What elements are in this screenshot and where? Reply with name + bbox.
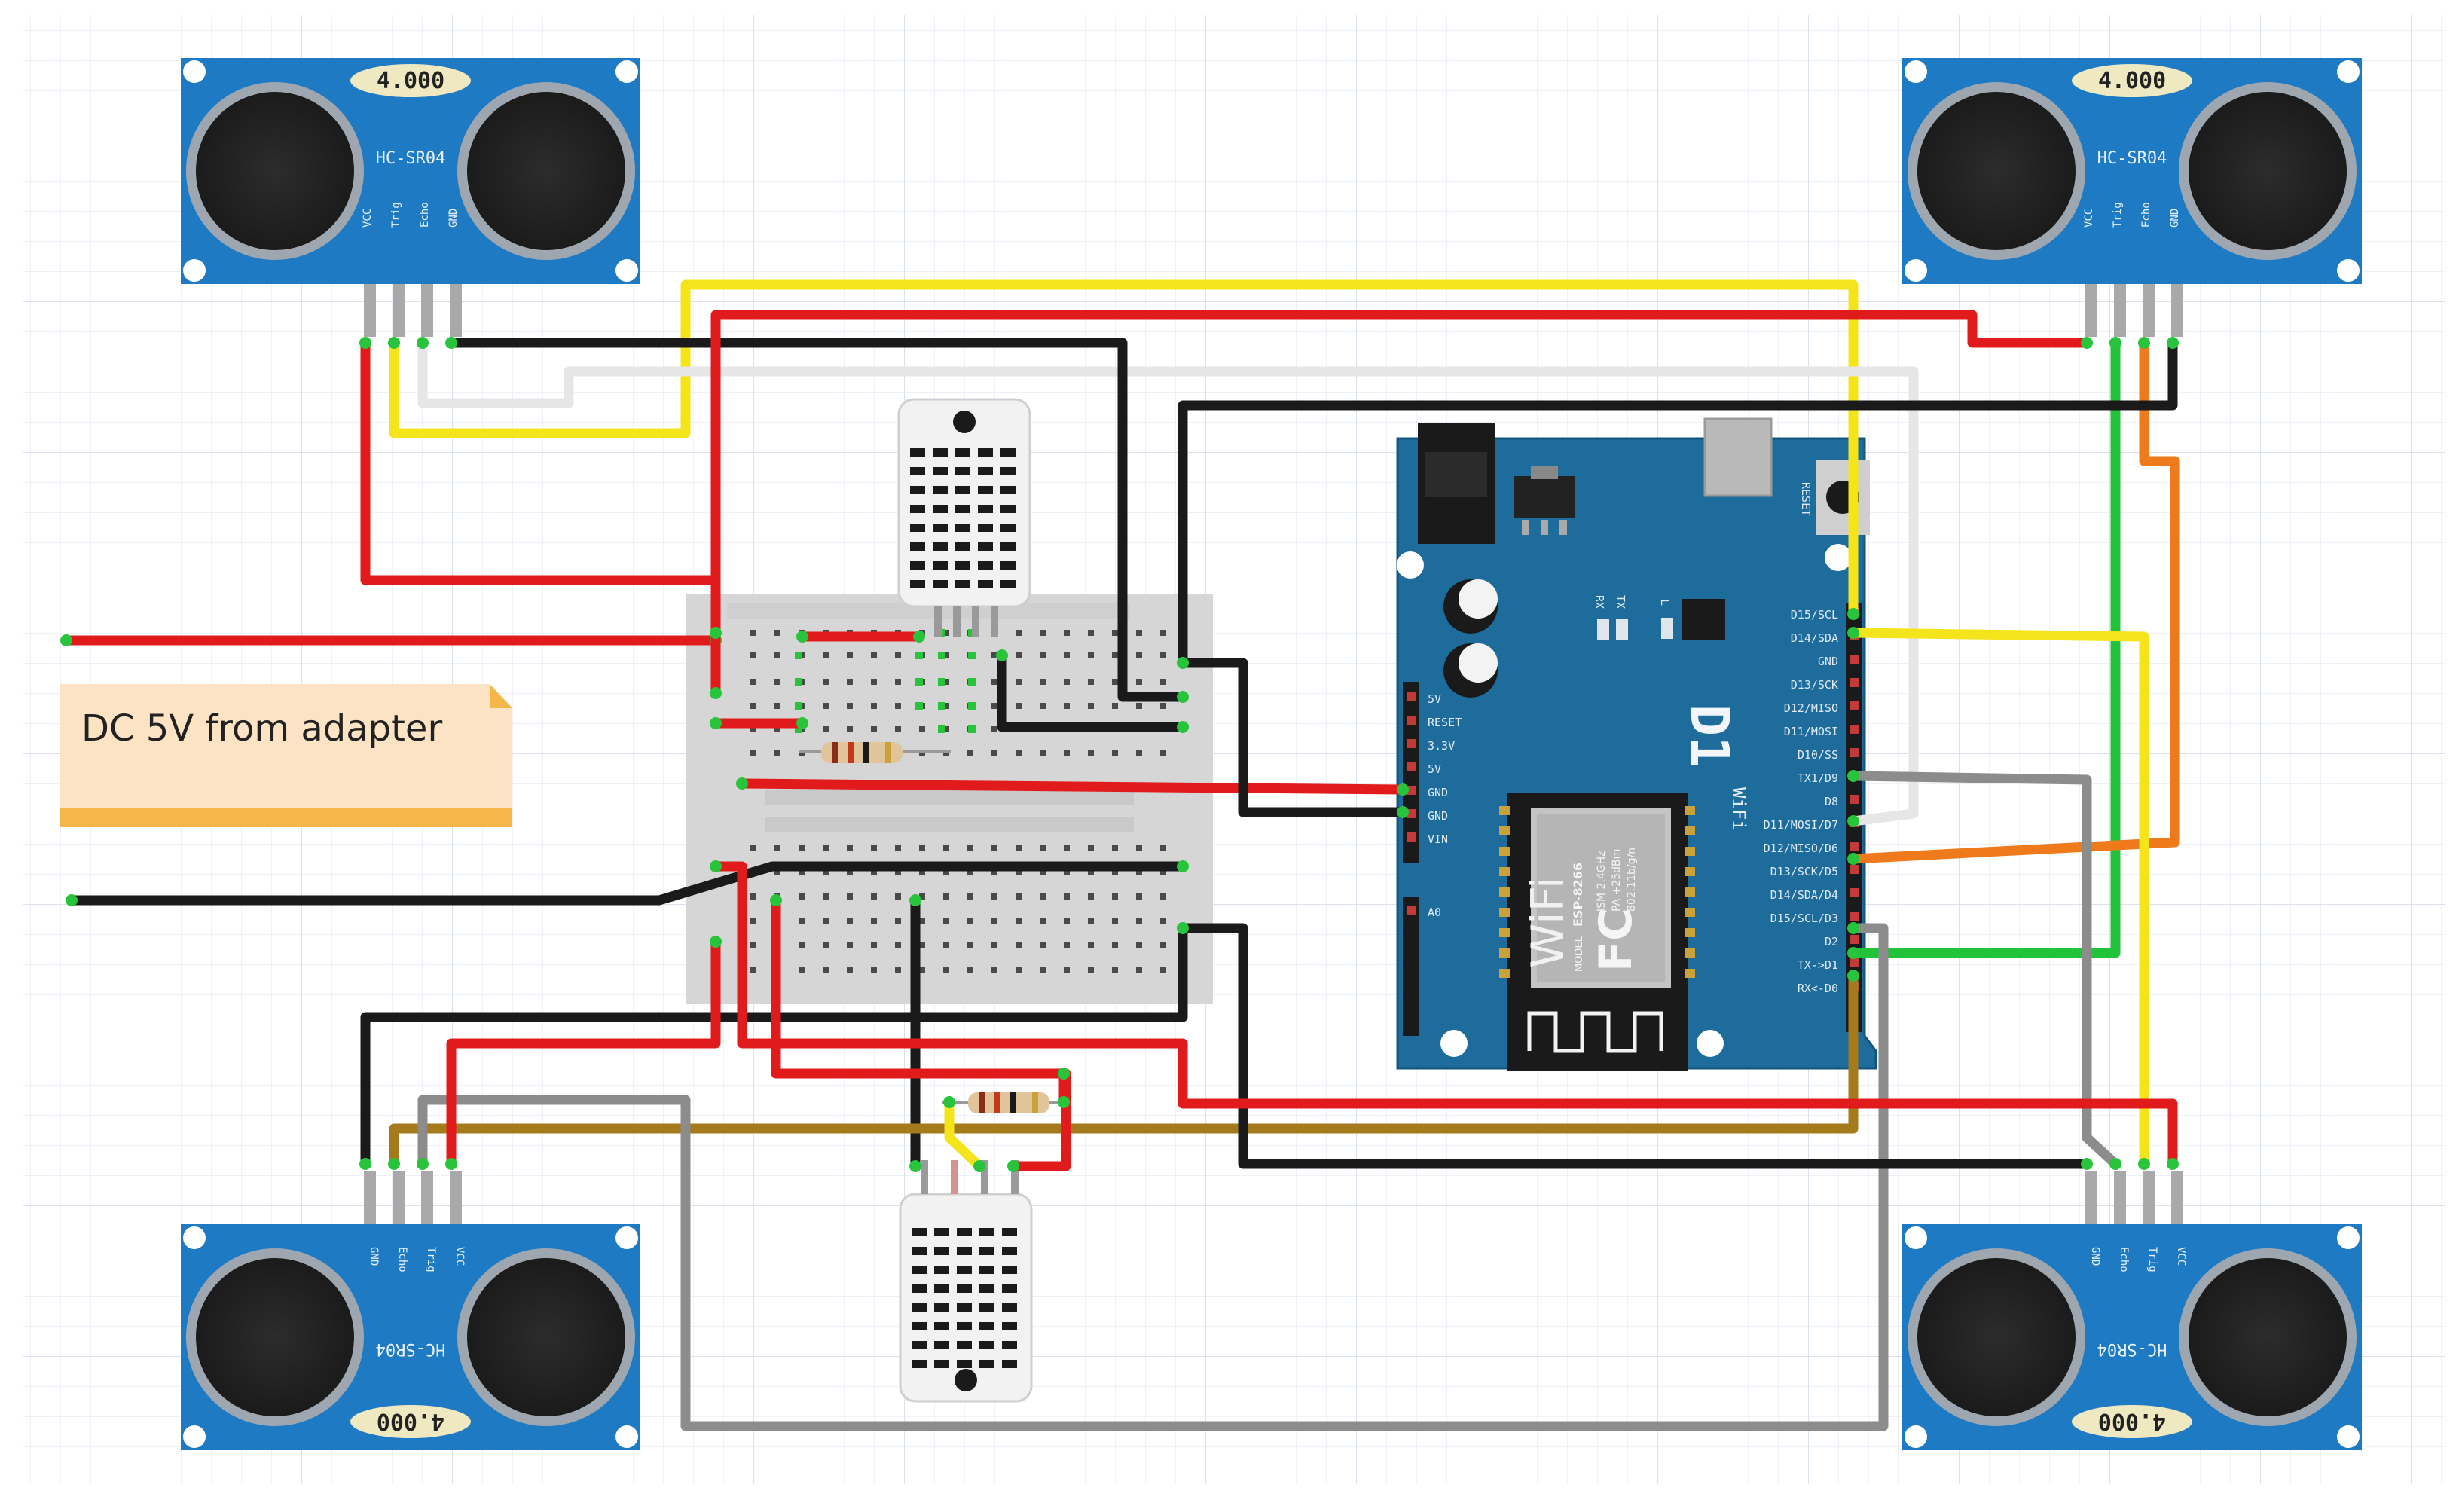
sensor-pin-label: VCC [454,1247,466,1266]
sensor-pin-label: Trig [425,1247,437,1272]
wire-board-gnd [1178,658,1408,817]
wire-board-5v [737,778,1408,795]
wire-vcc-sensor-bl [446,936,721,1169]
board-left-pin-label: 3.3V [1428,739,1455,753]
wire-echo-sensor-bl [389,970,1859,1169]
board-right-pin-label: TX1/D9 [1798,771,1838,785]
wire-gnd-sensor-tl [446,338,1188,702]
board-right-pin-label: D11/MOSI/D7 [1764,818,1838,832]
ultrasonic-sensor-bottom-right: 4.000 HC-SR04 GND Echo Trig VCC [1902,1171,2362,1450]
sensor-model-label: HC-SR04 [2097,149,2167,168]
board-right-pin-label: D13/SCK [1791,678,1838,692]
sensor-pin-label: GND [2169,209,2181,228]
board-left-pin-label: GND [1428,809,1448,823]
wire-vcc-sensor-tr [710,310,2092,638]
sensor-lcd-reading: 4.000 [2098,1408,2166,1434]
board-right-pin-label: D8 [1825,795,1838,808]
module-band: ISM 2.4GHz [1596,851,1608,912]
wire-dht-top-gnd [997,650,1188,732]
wire-echo-sensor-tr [1848,338,2180,864]
sensor-lcd-reading: 4.000 [377,1408,444,1434]
board-subtitle: WiFi [1728,787,1749,831]
board-left-pin-label: GND [1428,786,1448,799]
sensor-lcd-reading: 4.000 [2098,68,2166,94]
wire-echo-sensor-tl [417,338,1919,826]
module-pa: PA +25dBm [1611,849,1623,912]
sensor-pin-label: Trig [2112,202,2124,228]
board-right-pin-label: D10/SS [1798,748,1838,762]
note-text: DC 5V from adapter [81,707,442,750]
wire-echo-sensor-br [1848,771,2121,1169]
board-right-pin-label: D14/SDA/D4 [1770,888,1838,902]
module-std: 802.11b/g/n [1626,848,1638,912]
board-right-pin-label: D13/SCK/D5 [1770,865,1838,878]
wires [60,279,2180,1431]
esp8266-module: WiFi MODEL ESP-8266 FC ISM 2.4GHz PA +25… [1499,793,1695,1071]
sensor-pin-label: Trig [390,202,402,228]
wire-dht-bottom-data [944,1097,985,1171]
board-right-pin-label: D14/SDA [1791,631,1838,645]
sensor-pin-label: GND [368,1247,380,1266]
module-wifi-logo: WiFi [1522,877,1575,969]
wire-trig-sensor-br [1848,628,2149,1169]
board-right-pin-label: RX<-D0 [1798,982,1838,995]
wire-trig-sensor-tl [389,279,1859,619]
dht-sensor-bottom [899,1160,1033,1403]
wire-adapter-ground [66,861,1188,906]
board-right-pin-label: TX->D1 [1798,958,1838,972]
board-right-pin-label: D15/SCL/D3 [1770,912,1838,925]
board-right-pin-label: D12/MISO/D6 [1764,842,1838,855]
resistor-2 [942,1092,1064,1113]
board-right-pin-label: D2 [1825,935,1838,948]
sensor-lcd-reading: 4.000 [377,68,444,94]
sensor-pin-label: Echo [419,202,431,228]
sensor-pin-label: GND [2089,1247,2101,1266]
module-model-prefix: MODEL [1574,936,1585,972]
sensor-pin-label: GND [447,209,460,228]
reset-label: RESET [1799,482,1813,516]
module-model: ESP-8266 [1571,863,1585,927]
wire-trig-sensor-tr [1848,338,2121,958]
resistor-1 [799,742,951,763]
ultrasonic-sensor-bottom-left: 4.000 HC-SR04 GND Echo Trig VCC [181,1171,640,1450]
board-left-pin-label: VIN [1428,832,1448,846]
sensor-model-label: HC-SR04 [376,1339,446,1358]
sensor-pin-label: Trig [2146,1247,2158,1272]
note-label: DC 5V from adapter [60,684,512,827]
sensor-pin-label: VCC [362,209,374,228]
wire-gnd-sensor-br [1178,923,2092,1169]
sensor-pin-label: Echo [2118,1247,2130,1272]
breadboard [686,594,1213,1004]
wemos-d1-board: RESET RX TX L 5V RESET 3.3V 5V GND GND VIN A0 D… [1396,417,1877,1071]
board-left-pin-label: 5V [1428,692,1441,706]
wire-vcc-sensor-br [710,861,2178,1169]
wire-trig-sensor-bl [417,923,1889,1431]
board-right-pin-label: D11/MOSI [1784,725,1838,738]
sensor-model-label: HC-SR04 [2097,1339,2167,1358]
wire-gnd-sensor-tr [1178,338,2178,668]
sensor-model-label: HC-SR04 [376,149,446,168]
board-left-pin-label: A0 [1428,906,1441,919]
board-left-pin-label: RESET [1428,716,1462,729]
led-label-rx: RX [1593,595,1606,609]
sensor-pin-label: VCC [2083,209,2095,228]
board-right-pin-label: D15/SCL [1791,608,1838,622]
usb-port [1703,417,1773,497]
module-fcc-logo: FC [1590,908,1642,972]
sensor-pin-label: Echo [2140,202,2152,228]
board-left-pin-label: 5V [1428,762,1441,776]
board-name: D1 [1678,704,1740,768]
led-label-tx: TX [1614,595,1627,609]
board-right-pin-label: D12/MISO [1784,701,1838,715]
sensor-pin-label: Echo [396,1247,408,1272]
dht-sensor-top [897,398,1031,637]
board-right-pin-label: GND [1818,655,1838,668]
led-label-l: L [1658,599,1672,606]
sensor-pin-label: VCC [2175,1247,2187,1266]
